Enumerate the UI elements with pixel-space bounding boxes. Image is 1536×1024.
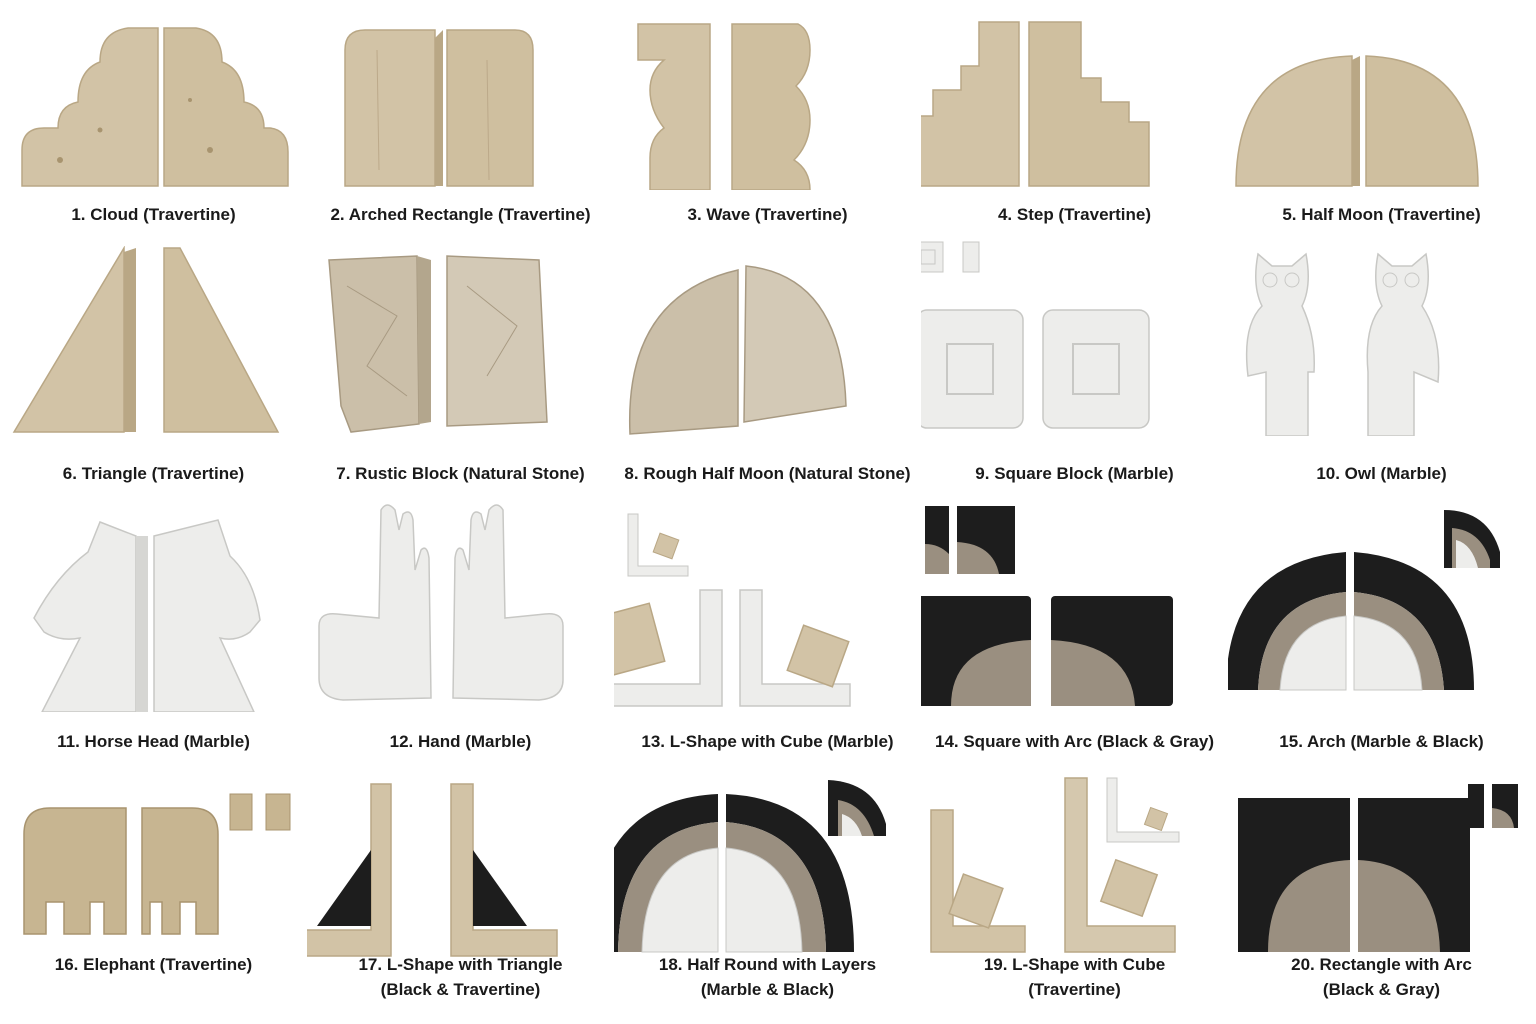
square-arc-bookends-image (921, 504, 1228, 712)
product-caption: 17. L-Shape with Triangle (Black & Trave… (358, 955, 563, 999)
owl-bookends-image (1228, 246, 1535, 436)
rectangle-arc-bookends-image (1228, 780, 1535, 954)
product-half-moon-travertine: 5. Half Moon (Travertine) (1228, 0, 1535, 240)
product-caption: 1. Cloud (Travertine) (71, 205, 236, 224)
l-shape-cube-travertine-bookends-image (921, 770, 1228, 956)
product-caption: 9. Square Block (Marble) (975, 464, 1174, 483)
product-caption: 11. Horse Head (Marble) (57, 732, 250, 751)
product-l-shape-cube-marble: 13. L-Shape with Cube (Marble) (614, 500, 921, 770)
product-caption: 4. Step (Travertine) (997, 205, 1152, 224)
wave-bookends-image (614, 10, 921, 190)
product-elephant-travertine: 16. Elephant (Travertine) (0, 770, 307, 1024)
product-caption: 6. Triangle (Travertine) (62, 464, 245, 483)
product-caption: 10. Owl (Marble) (1316, 464, 1447, 483)
square-block-bookends-image (921, 240, 1228, 436)
product-caption: 12. Hand (Marble) (389, 732, 532, 751)
product-half-round-layers-marble-black: 18. Half Round with Layers (Marble & Bla… (614, 770, 921, 1024)
product-caption: 7. Rustic Block (Natural Stone) (336, 464, 585, 483)
l-shape-triangle-bookends-image (307, 780, 614, 958)
product-horse-head-marble: 11. Horse Head (Marble) (0, 500, 307, 770)
product-caption: 13. L-Shape with Cube (Marble) (641, 732, 894, 751)
half-round-layers-bookends-image (614, 776, 921, 956)
triangle-bookends-image (0, 246, 307, 436)
horse-head-bookends-image (0, 516, 307, 712)
product-caption: 19. L-Shape with Cube (Travertine) (983, 955, 1166, 999)
product-step-travertine: 4. Step (Travertine) (921, 0, 1228, 240)
product-arch-marble-black: 15. Arch (Marble & Black) (1228, 500, 1535, 770)
product-caption: 14. Square with Arc (Black & Gray) (934, 732, 1215, 751)
product-caption: 8. Rough Half Moon (Natural Stone) (624, 464, 911, 483)
product-cloud-travertine: 1. Cloud (Travertine) (0, 0, 307, 240)
product-caption: 20. Rectangle with Arc (Black & Gray) (1291, 955, 1472, 999)
half-moon-bookends-image (1228, 10, 1535, 190)
product-arched-rectangle-travertine: 2. Arched Rectangle (Travertine) (307, 0, 614, 240)
product-triangle-travertine: 6. Triangle (Travertine) (0, 240, 307, 500)
hand-bookends-image (307, 500, 614, 712)
product-rustic-block-natural-stone: 7. Rustic Block (Natural Stone) (307, 240, 614, 500)
product-wave-travertine: 3. Wave (Travertine) (614, 0, 921, 240)
product-caption: 15. Arch (Marble & Black) (1279, 732, 1484, 751)
product-hand-marble: 12. Hand (Marble) (307, 500, 614, 770)
l-shape-cube-bookends-image (614, 510, 921, 712)
product-square-with-arc-black-gray: 14. Square with Arc (Black & Gray) (921, 500, 1228, 770)
product-caption: 16. Elephant (Travertine) (54, 955, 253, 974)
product-rough-half-moon-natural-stone: 8. Rough Half Moon (Natural Stone) (614, 240, 921, 500)
product-rectangle-with-arc-black-gray: 20. Rectangle with Arc (Black & Gray) (1228, 770, 1535, 1024)
elephant-bookends-image (0, 784, 307, 954)
product-caption: 3. Wave (Travertine) (687, 205, 848, 224)
product-caption: 5. Half Moon (Travertine) (1282, 205, 1481, 224)
arch-bookends-image (1228, 500, 1535, 712)
step-bookends-image (921, 10, 1228, 190)
product-l-shape-triangle-black-travertine: 17. L-Shape with Triangle (Black & Trave… (307, 770, 614, 1024)
product-owl-marble: 10. Owl (Marble) (1228, 240, 1535, 500)
arched-rectangle-bookends-image (307, 10, 614, 190)
product-caption: 18. Half Round with Layers (Marble & Bla… (658, 955, 877, 999)
rustic-block-bookends-image (307, 246, 614, 436)
product-caption: 2. Arched Rectangle (Travertine) (330, 205, 591, 224)
product-square-block-marble: 9. Square Block (Marble) (921, 240, 1228, 500)
rough-half-moon-bookends-image (614, 246, 921, 436)
product-l-shape-cube-travertine: 19. L-Shape with Cube (Travertine) (921, 770, 1228, 1024)
cloud-bookends-image (0, 10, 307, 190)
